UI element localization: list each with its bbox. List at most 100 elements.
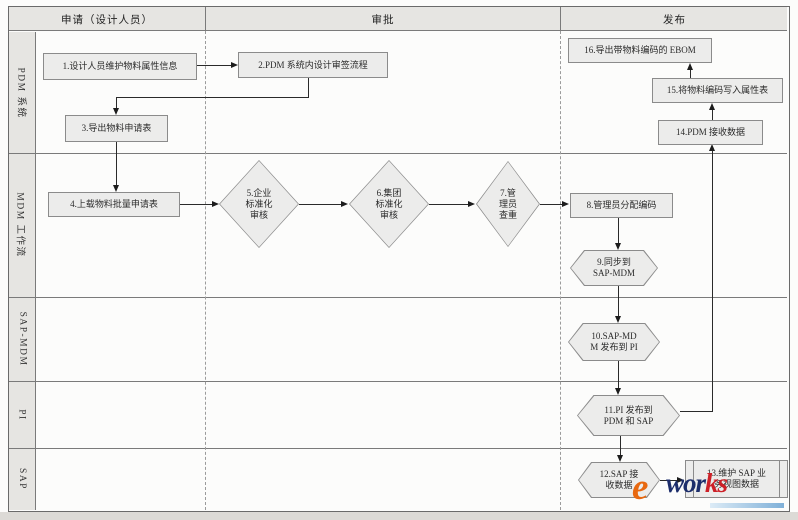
flow-step-2: 2.PDM 系统内设计审签流程 [238,52,388,78]
column-header-apply-label: 申请（设计人员） [61,14,153,26]
header-column-divider-1 [205,7,206,31]
flow-step-13-line2: 务视图数据 [713,479,759,489]
flow-step-9-line1: 9.同步到 [597,257,631,267]
flow-step-3: 3.导出物料申请表 [65,115,168,142]
flow-step-13-line1: 13.维护 SAP 业 [707,468,766,478]
flow-step-13: 13.维护 SAP 业 务视图数据 [685,460,788,498]
connector-11-14-run [680,411,712,412]
eworks-underline-swoosh [710,503,784,508]
flow-step-5-line3: 审核 [249,209,268,220]
connector-5-6 [299,204,342,205]
connector-7-8 [540,204,563,205]
eworks-logo-e-icon: e [632,467,649,508]
flow-step-15-label: 15.将物料编码写入属性表 [666,85,769,95]
column-header-approve: 审批 [206,7,560,31]
arrowhead-7-8 [562,201,569,207]
flow-step-9-line2: SAP-MDM [592,268,635,278]
connector-2-3-run [116,97,309,98]
flow-step-14-label: 14.PDM 接收数据 [675,127,745,137]
column-header-apply: 申请（设计人员） [9,7,205,31]
arrowhead-9-10 [615,316,621,323]
flow-step-7-line3: 查重 [498,209,517,220]
lane-label-mdm: MDM 工作流 [8,153,36,297]
lane-divider-3 [9,381,787,382]
lane-label-sap-text: SAP [17,468,27,490]
flow-step-6: 6.集团 标准化 审核 [349,160,429,248]
connector-10-11 [618,361,619,388]
eworks-logo-word: works [666,468,728,499]
flow-step-5-label: 5.企业 标准化 审核 [219,160,299,248]
flow-step-11-line2: PDM 和 SAP [603,415,654,426]
lane-divider-1 [9,153,787,154]
flow-step-10: 10.SAP-MD M 发布到 PI [568,323,660,361]
flow-step-5-line1: 5.企业 [246,187,272,198]
connector-4-5 [180,204,213,205]
arrowhead-2-3 [113,108,119,115]
header-column-divider-2 [560,7,561,31]
flow-step-15: 15.将物料编码写入属性表 [652,78,783,103]
connector-2-3-drop [308,78,309,97]
flow-step-5: 5.企业 标准化 审核 [219,160,299,248]
arrowhead-12-13 [677,477,684,483]
flow-step-2-label: 2.PDM 系统内设计审签流程 [258,59,368,70]
connector-14-15 [712,110,713,120]
connector-12-13 [660,480,678,481]
lane-label-band [9,32,36,510]
flow-step-9: 9.同步到 SAP-MDM [570,250,658,286]
flow-step-16-label: 16.导出带物料编码的 EBOM [584,45,696,55]
flow-step-6-line3: 审核 [379,209,398,220]
flow-step-16: 16.导出带物料编码的 EBOM [568,38,712,63]
arrowhead-6-7 [468,201,475,207]
connector-2-3-down [116,97,117,108]
lane-divider-4 [9,448,787,449]
flow-step-9-label: 9.同步到 SAP-MDM [570,250,658,286]
eworks-word-dark: wor [666,468,706,498]
flow-step-6-line2: 标准化 [375,198,403,209]
arrowhead-1-2 [231,62,238,68]
flow-step-12-line2: 收数据 [605,480,633,490]
lane-divider-2 [9,297,787,298]
flow-step-11: 11.PI 发布到 PDM 和 SAP [577,395,680,436]
lane-label-pdm: PDM 系统 [8,32,36,153]
hexagon-fill [579,463,659,497]
flow-step-8: 8.管理员分配编码 [570,193,673,218]
column-header-publish: 发布 [561,7,788,31]
header-band [9,7,787,31]
flow-step-1: 1.设计人员维护物料属性信息 [43,53,197,80]
flow-step-3-label: 3.导出物料申请表 [81,123,152,133]
connector-11-14-rise [712,151,713,412]
lane-label-mdm-text: MDM 工作流 [15,192,26,258]
arrowhead-5-6 [341,201,348,207]
arrowhead-4-5 [212,201,219,207]
connector-9-10 [618,286,619,316]
lane-label-pi-text: PI [16,408,27,421]
flow-step-10-label: 10.SAP-MD M 发布到 PI [568,323,660,361]
flow-step-12-label: 12.SAP 接 收数据 [578,462,660,498]
flow-step-1-label: 1.设计人员维护物料属性信息 [62,61,178,71]
connector-6-7 [429,204,469,205]
lane-label-sapmdm-text: SAP-MDM [17,311,28,367]
lane-label-sap: SAP [8,448,36,510]
lane-label-sapmdm: SAP-MDM [8,297,36,381]
flow-step-14: 14.PDM 接收数据 [658,120,763,145]
arrowhead-15-16 [687,63,693,70]
flow-step-12: 12.SAP 接 收数据 [578,462,660,498]
column-header-approve-label: 审批 [371,14,395,26]
lane-label-pdm-text: PDM 系统 [15,67,25,118]
flow-step-7-line1: 7.管 [500,187,516,198]
scan-bottom-edge [0,512,798,520]
connector-8-9 [618,218,619,243]
hexagon-fill [569,324,659,360]
flow-step-10-line2: M 发布到 PI [590,342,638,352]
flow-step-12-line1: 12.SAP 接 [599,469,639,479]
eworks-watermark: e works [626,462,798,514]
hexagon-fill [578,396,679,435]
flow-step-4: 4.上载物料批量申请表 [48,192,180,217]
connector-1-2 [197,65,231,66]
flow-step-7-line2: 理员 [498,198,517,209]
flow-step-5-line2: 标准化 [245,198,273,209]
predefined-bar-right [779,461,780,497]
arrowhead-14-15 [709,103,715,110]
arrowhead-11-12 [617,455,623,462]
